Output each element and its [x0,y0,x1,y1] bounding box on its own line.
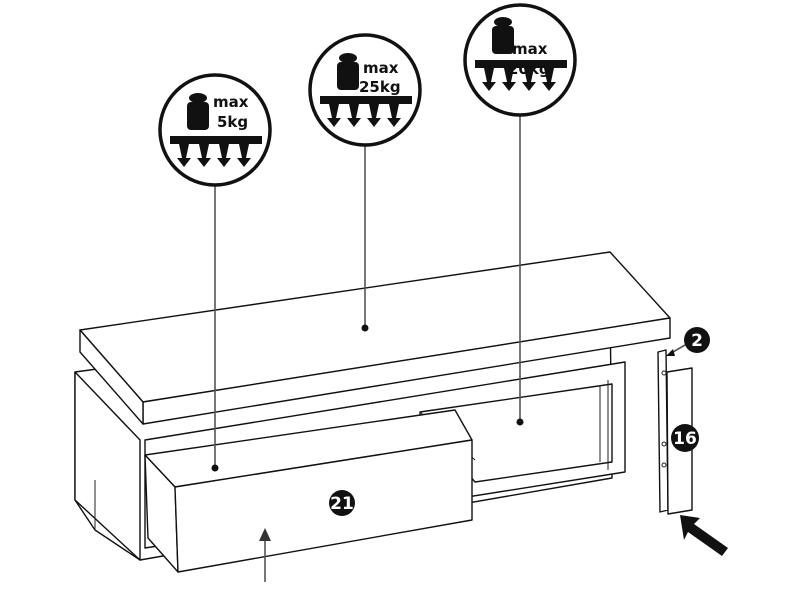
load-limit-shelf: max 20kg [463,3,577,117]
svg-text:5kg: 5kg [217,113,248,131]
side-panel-16: 16 2 [657,327,728,556]
part-badge-drawer [329,490,355,516]
svg-text:max: max [512,40,548,58]
direction-arrow-icon [680,515,728,556]
part-label-fitting: 2 [691,331,703,351]
svg-text:25kg: 25kg [359,78,401,96]
drawer-21: 21 [144,409,473,582]
part-label-side-panel: 16 [673,429,697,449]
top-panel [79,251,671,425]
load-limit-top: max 25kg [308,33,422,147]
load-limit-drawer: max 5kg [158,73,272,187]
part-label-drawer: 21 [330,494,354,514]
svg-text:max: max [213,93,249,111]
svg-text:max: max [363,59,399,77]
svg-text:20kg: 20kg [508,60,550,78]
